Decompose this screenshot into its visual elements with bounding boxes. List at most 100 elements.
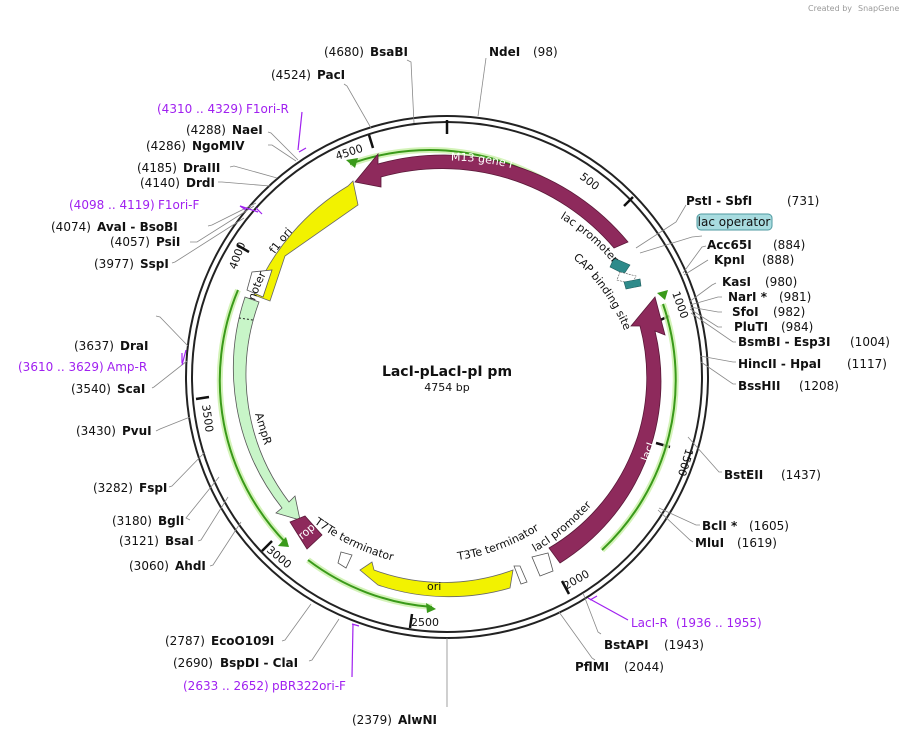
site-bgli: BglI — [158, 514, 184, 528]
primer-pbr322ori-f: pBR322ori-F — [272, 679, 346, 693]
feature-label-ori: ori — [427, 580, 441, 593]
site-bsshii: BssHII — [738, 379, 780, 393]
primer-laci-r: LacI-R — [631, 616, 668, 630]
site-labels-right: NdeI (98) PstI - SbfI (731) Acc65I (884)… — [352, 45, 890, 727]
svg-text:(4286): (4286) — [146, 139, 186, 153]
feature-cap-binding-site — [623, 278, 642, 290]
tick-label-2500: 2500 — [411, 616, 439, 629]
svg-text:(2690): (2690) — [173, 656, 213, 670]
site-alwni: AlwNI — [398, 713, 437, 727]
feature-label-t7te: T7Te terminator — [311, 514, 395, 563]
site-hincii-hpai: HincII - HpaI — [738, 357, 821, 371]
feature-laci — [548, 296, 666, 564]
feature-ampr — [233, 296, 301, 521]
lac-operator-box — [696, 213, 773, 231]
svg-text:(980): (980) — [765, 275, 797, 289]
site-psii: PsiI — [156, 235, 180, 249]
svg-text:(2044): (2044) — [624, 660, 664, 674]
site-ndei: NdeI — [489, 45, 520, 59]
svg-text:(4288): (4288) — [186, 123, 226, 137]
site-sspi: SspI — [140, 257, 169, 271]
svg-text:(4140): (4140) — [140, 176, 180, 190]
feature-rop — [289, 515, 323, 550]
svg-text:(1004): (1004) — [850, 335, 890, 349]
site-nari: NarI * — [728, 290, 768, 304]
primer-labels: (4310 .. 4329) F1ori-R (4098 .. 4119) F1… — [18, 102, 762, 693]
svg-text:(1437): (1437) — [781, 468, 821, 482]
site-pflmi: PflMI — [575, 660, 609, 674]
site-pluti: PluTI — [734, 320, 768, 334]
plasmid-name: LacI-pLacI-pI pm — [382, 364, 512, 380]
svg-text:(4524): (4524) — [271, 68, 311, 82]
svg-text:(884): (884) — [773, 238, 805, 252]
site-kpni: KpnI — [714, 253, 745, 267]
site-kasi: KasI — [722, 275, 751, 289]
site-scai: ScaI — [117, 382, 145, 396]
feature-f1-ori — [253, 180, 359, 302]
svg-text:(982): (982) — [773, 305, 805, 319]
svg-text:(3637): (3637) — [74, 339, 114, 353]
site-sfoi: SfoI — [732, 305, 759, 319]
feature-t7te-arrow — [337, 551, 353, 569]
site-bspdi-clai: BspDI - ClaI — [220, 656, 298, 670]
site-drai: DraI — [120, 339, 148, 353]
svg-text:(3060): (3060) — [129, 559, 169, 573]
site-paci: PacI — [317, 68, 345, 82]
site-psti-sbfi: PstI - SbfI — [686, 194, 752, 208]
site-pvui: PvuI — [122, 424, 152, 438]
svg-text:(3282): (3282) — [93, 481, 133, 495]
svg-text:(4098 .. 4119): (4098 .. 4119) — [69, 198, 155, 212]
primer-f1ori-f: F1ori-F — [158, 198, 199, 212]
site-bsabi: BsaBI — [370, 45, 408, 59]
brand-name: SnapGene — [858, 4, 899, 13]
svg-text:(1605): (1605) — [749, 519, 789, 533]
feature-laci-promoter-arrow — [531, 552, 554, 577]
svg-text:(888): (888) — [762, 253, 794, 267]
site-drdi: DrdI — [186, 176, 215, 190]
site-bcli: BclI * — [702, 519, 738, 533]
svg-text:(4680): (4680) — [324, 45, 364, 59]
svg-text:(4074): (4074) — [51, 220, 91, 234]
svg-text:(3540): (3540) — [71, 382, 111, 396]
svg-text:(981): (981) — [779, 290, 811, 304]
site-leaders-right — [446, 57, 736, 707]
feature-label-laci: lacI — [639, 441, 658, 463]
site-naei: NaeI — [232, 123, 263, 137]
site-fspi: FspI — [139, 481, 167, 495]
svg-text:(3180): (3180) — [112, 514, 152, 528]
primer-f1ori-r: F1ori-R — [246, 102, 289, 116]
feature-m13-gene-i — [354, 152, 629, 249]
feature-ori — [359, 561, 514, 598]
primer-markers — [181, 111, 629, 678]
feature-label-t3te: T3Te terminator — [455, 521, 541, 563]
site-leaders-left — [151, 59, 415, 662]
svg-text:(1208): (1208) — [799, 379, 839, 393]
svg-text:(3430): (3430) — [76, 424, 116, 438]
primer-amp-r: Amp-R — [107, 360, 147, 374]
svg-text:(4185): (4185) — [137, 161, 177, 175]
site-bstapi: BstAPI — [604, 638, 649, 652]
svg-text:(731): (731) — [787, 194, 819, 208]
svg-text:(3977): (3977) — [94, 257, 134, 271]
svg-text:(2633 .. 2652): (2633 .. 2652) — [183, 679, 269, 693]
site-acc65i: Acc65I — [707, 238, 752, 252]
svg-text:(1936 .. 1955): (1936 .. 1955) — [676, 616, 762, 630]
tick-label-500: 500 — [577, 170, 602, 193]
tick-label-1500: 1500 — [675, 447, 696, 478]
svg-text:(1619): (1619) — [737, 536, 777, 550]
brand-prefix: Created by — [808, 4, 852, 13]
svg-text:(984): (984) — [781, 320, 813, 334]
site-ahdi: AhdI — [175, 559, 206, 573]
svg-text:(2787): (2787) — [165, 634, 205, 648]
tick-label-2000: 2000 — [561, 567, 592, 592]
lac-operator-label: lac operator — [698, 215, 771, 229]
lac-operator-callout: lac operator — [696, 213, 773, 231]
site-bsteii: BstEII — [724, 468, 763, 482]
svg-text:(4310 .. 4329): (4310 .. 4329) — [157, 102, 243, 116]
site-draiii: DraIII — [183, 161, 220, 175]
svg-text:(98): (98) — [533, 45, 558, 59]
svg-text:(4057): (4057) — [110, 235, 150, 249]
site-mlui: MluI — [695, 536, 724, 550]
svg-text:(1943): (1943) — [664, 638, 704, 652]
